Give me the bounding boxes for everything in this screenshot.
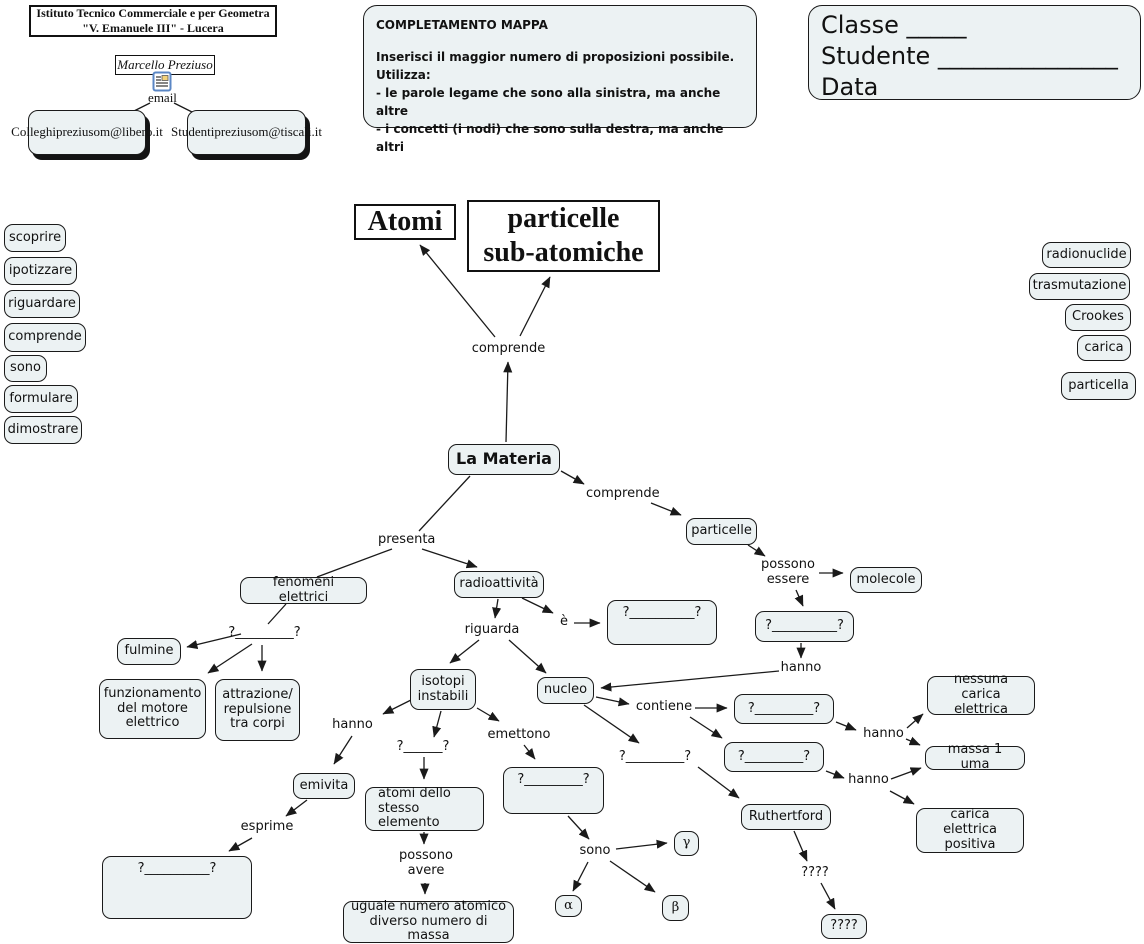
node-massa-1-uma[interactable]: massa 1 uma xyxy=(925,742,1025,772)
link-blank[interactable]: ?_________? xyxy=(618,749,692,764)
word-bank-right-item[interactable]: particella xyxy=(1061,372,1136,400)
blank-node[interactable]: ?__________? xyxy=(607,600,717,645)
link-riguarda[interactable]: riguarda xyxy=(464,622,520,637)
instructions-line: - i concetti (i nodi) che sono sulla des… xyxy=(376,122,724,154)
blank-node[interactable]: ?_________? xyxy=(724,742,824,772)
instructions-panel: COMPLETAMENTO MAPPA Inserisci il maggior… xyxy=(363,5,757,154)
node-fenomeni-elettrici[interactable]: fenomeni elettrici xyxy=(240,575,367,604)
link-unknown[interactable]: ???? xyxy=(801,865,829,880)
word-bank-left-item[interactable]: comprende xyxy=(4,323,86,352)
node-particelle-sub-atomiche[interactable]: particelle sub-atomiche xyxy=(467,200,660,272)
node-emivita[interactable]: emivita xyxy=(293,773,355,799)
instructions-title: COMPLETAMENTO MAPPA xyxy=(376,18,548,32)
node-la-materia[interactable]: La Materia xyxy=(448,444,560,475)
institute-box: Istituto Tecnico Commerciale e per Geome… xyxy=(29,5,277,37)
node-funzionamento-motore[interactable]: funzionamento del motore elettrico xyxy=(99,679,206,739)
word-bank-left-item[interactable]: dimostrare xyxy=(4,416,82,444)
author-name: Marcello Preziuso xyxy=(117,57,213,72)
student-info-panel[interactable]: Classe _____ Studente _______________ Da… xyxy=(808,5,1141,101)
studenti-node[interactable]: Studenti preziusom@tiscali.it xyxy=(171,110,322,155)
node-carica-positiva[interactable]: carica elettrica positiva xyxy=(916,807,1024,853)
institute-line2: "V. Emanuele III" - Lucera xyxy=(82,21,224,35)
author-box: Marcello Preziuso xyxy=(115,55,215,75)
email-link-label[interactable]: email xyxy=(148,90,177,105)
link-esprime[interactable]: esprime xyxy=(240,819,294,834)
instructions-line: Inserisci il maggior numero di proposizi… xyxy=(376,50,735,64)
studenti-email: preziusom@tiscali.it xyxy=(214,124,322,140)
word-bank-right-item[interactable]: carica xyxy=(1077,335,1131,361)
node-uguale-numero[interactable]: uguale numero atomico diverso numero di … xyxy=(343,899,514,943)
blank-node[interactable]: ?_________? xyxy=(734,694,834,724)
node-fulmine[interactable]: fulmine xyxy=(117,638,181,665)
link-sono[interactable]: sono xyxy=(579,843,611,858)
node-beta[interactable]: β xyxy=(662,895,689,921)
word-bank-right-item[interactable]: Crookes xyxy=(1065,304,1131,331)
word-bank-left-item[interactable]: riguardare xyxy=(4,290,80,318)
link-hanno[interactable]: hanno xyxy=(863,726,904,741)
link-blank[interactable]: ?______? xyxy=(396,739,450,754)
link-hanno[interactable]: hanno xyxy=(332,717,373,732)
node-radioattivita[interactable]: radioattività xyxy=(454,571,544,598)
word-bank-right-item[interactable]: trasmutazione xyxy=(1029,273,1130,300)
link-presenta[interactable]: presenta xyxy=(378,532,436,547)
instructions-line: Utilizza: xyxy=(376,68,431,82)
link-hanno[interactable]: hanno xyxy=(848,772,889,787)
node-attrazione-repulsione[interactable]: attrazione/ repulsione tra corpi xyxy=(215,679,300,741)
blank-node[interactable]: ?_________? xyxy=(503,767,604,814)
link-contiene[interactable]: contiene xyxy=(635,699,693,714)
node-particelle[interactable]: particelle xyxy=(686,518,757,545)
colleghi-email: preziusom@libero.it xyxy=(55,124,163,140)
link-e[interactable]: è xyxy=(560,614,568,629)
node-nucleo[interactable]: nucleo xyxy=(537,677,594,704)
blank-node[interactable]: ?__________? xyxy=(755,611,854,642)
email-icon[interactable] xyxy=(152,71,172,92)
node-gamma[interactable]: γ xyxy=(674,831,699,856)
node-nessuna-carica[interactable]: nessuna carica elettrica xyxy=(927,672,1035,717)
instructions-line: - le parole legame che sono alla sinistr… xyxy=(376,86,721,118)
colleghi-node[interactable]: Colleghi preziusom@libero.it xyxy=(11,110,163,155)
studente-field: Studente _______________ xyxy=(821,42,1118,70)
link-possono-avere[interactable]: possono avere xyxy=(399,848,453,878)
word-bank-left-item[interactable]: scoprire xyxy=(4,224,66,252)
node-alpha[interactable]: α xyxy=(555,895,582,917)
blank-node[interactable]: ???? xyxy=(821,914,867,939)
node-atomi-stesso-elemento[interactable]: atomi dello stesso elemento xyxy=(365,786,484,831)
link-emettono[interactable]: emettono xyxy=(487,727,551,742)
link-comprende-top[interactable]: comprende xyxy=(471,341,546,356)
node-atomi[interactable]: Atomi xyxy=(354,204,456,240)
word-bank-right-item[interactable]: radionuclide xyxy=(1042,242,1131,268)
word-bank-left-item[interactable]: sono xyxy=(4,355,47,382)
blank-node[interactable]: ?__________? xyxy=(102,856,252,919)
word-bank-left-item[interactable]: formulare xyxy=(4,385,78,413)
link-blank[interactable]: ?_________? xyxy=(228,625,301,640)
link-comprende-right[interactable]: comprende xyxy=(586,486,660,501)
node-isotopi-instabili[interactable]: isotopi instabili xyxy=(410,669,476,710)
node-ruthertford[interactable]: Ruthertford xyxy=(741,804,831,830)
institute-line1: Istituto Tecnico Commerciale e per Geome… xyxy=(36,6,270,20)
node-molecole[interactable]: molecole xyxy=(850,567,922,593)
link-possono-essere[interactable]: possono essere xyxy=(761,557,815,587)
colleghi-title: Colleghi xyxy=(11,124,56,140)
classe-field: Classe _____ xyxy=(821,11,967,39)
link-hanno[interactable]: hanno xyxy=(780,660,822,675)
word-bank-left-item[interactable]: ipotizzare xyxy=(4,257,77,285)
studenti-title: Studenti xyxy=(171,124,215,140)
data-field: Data xyxy=(821,73,879,101)
